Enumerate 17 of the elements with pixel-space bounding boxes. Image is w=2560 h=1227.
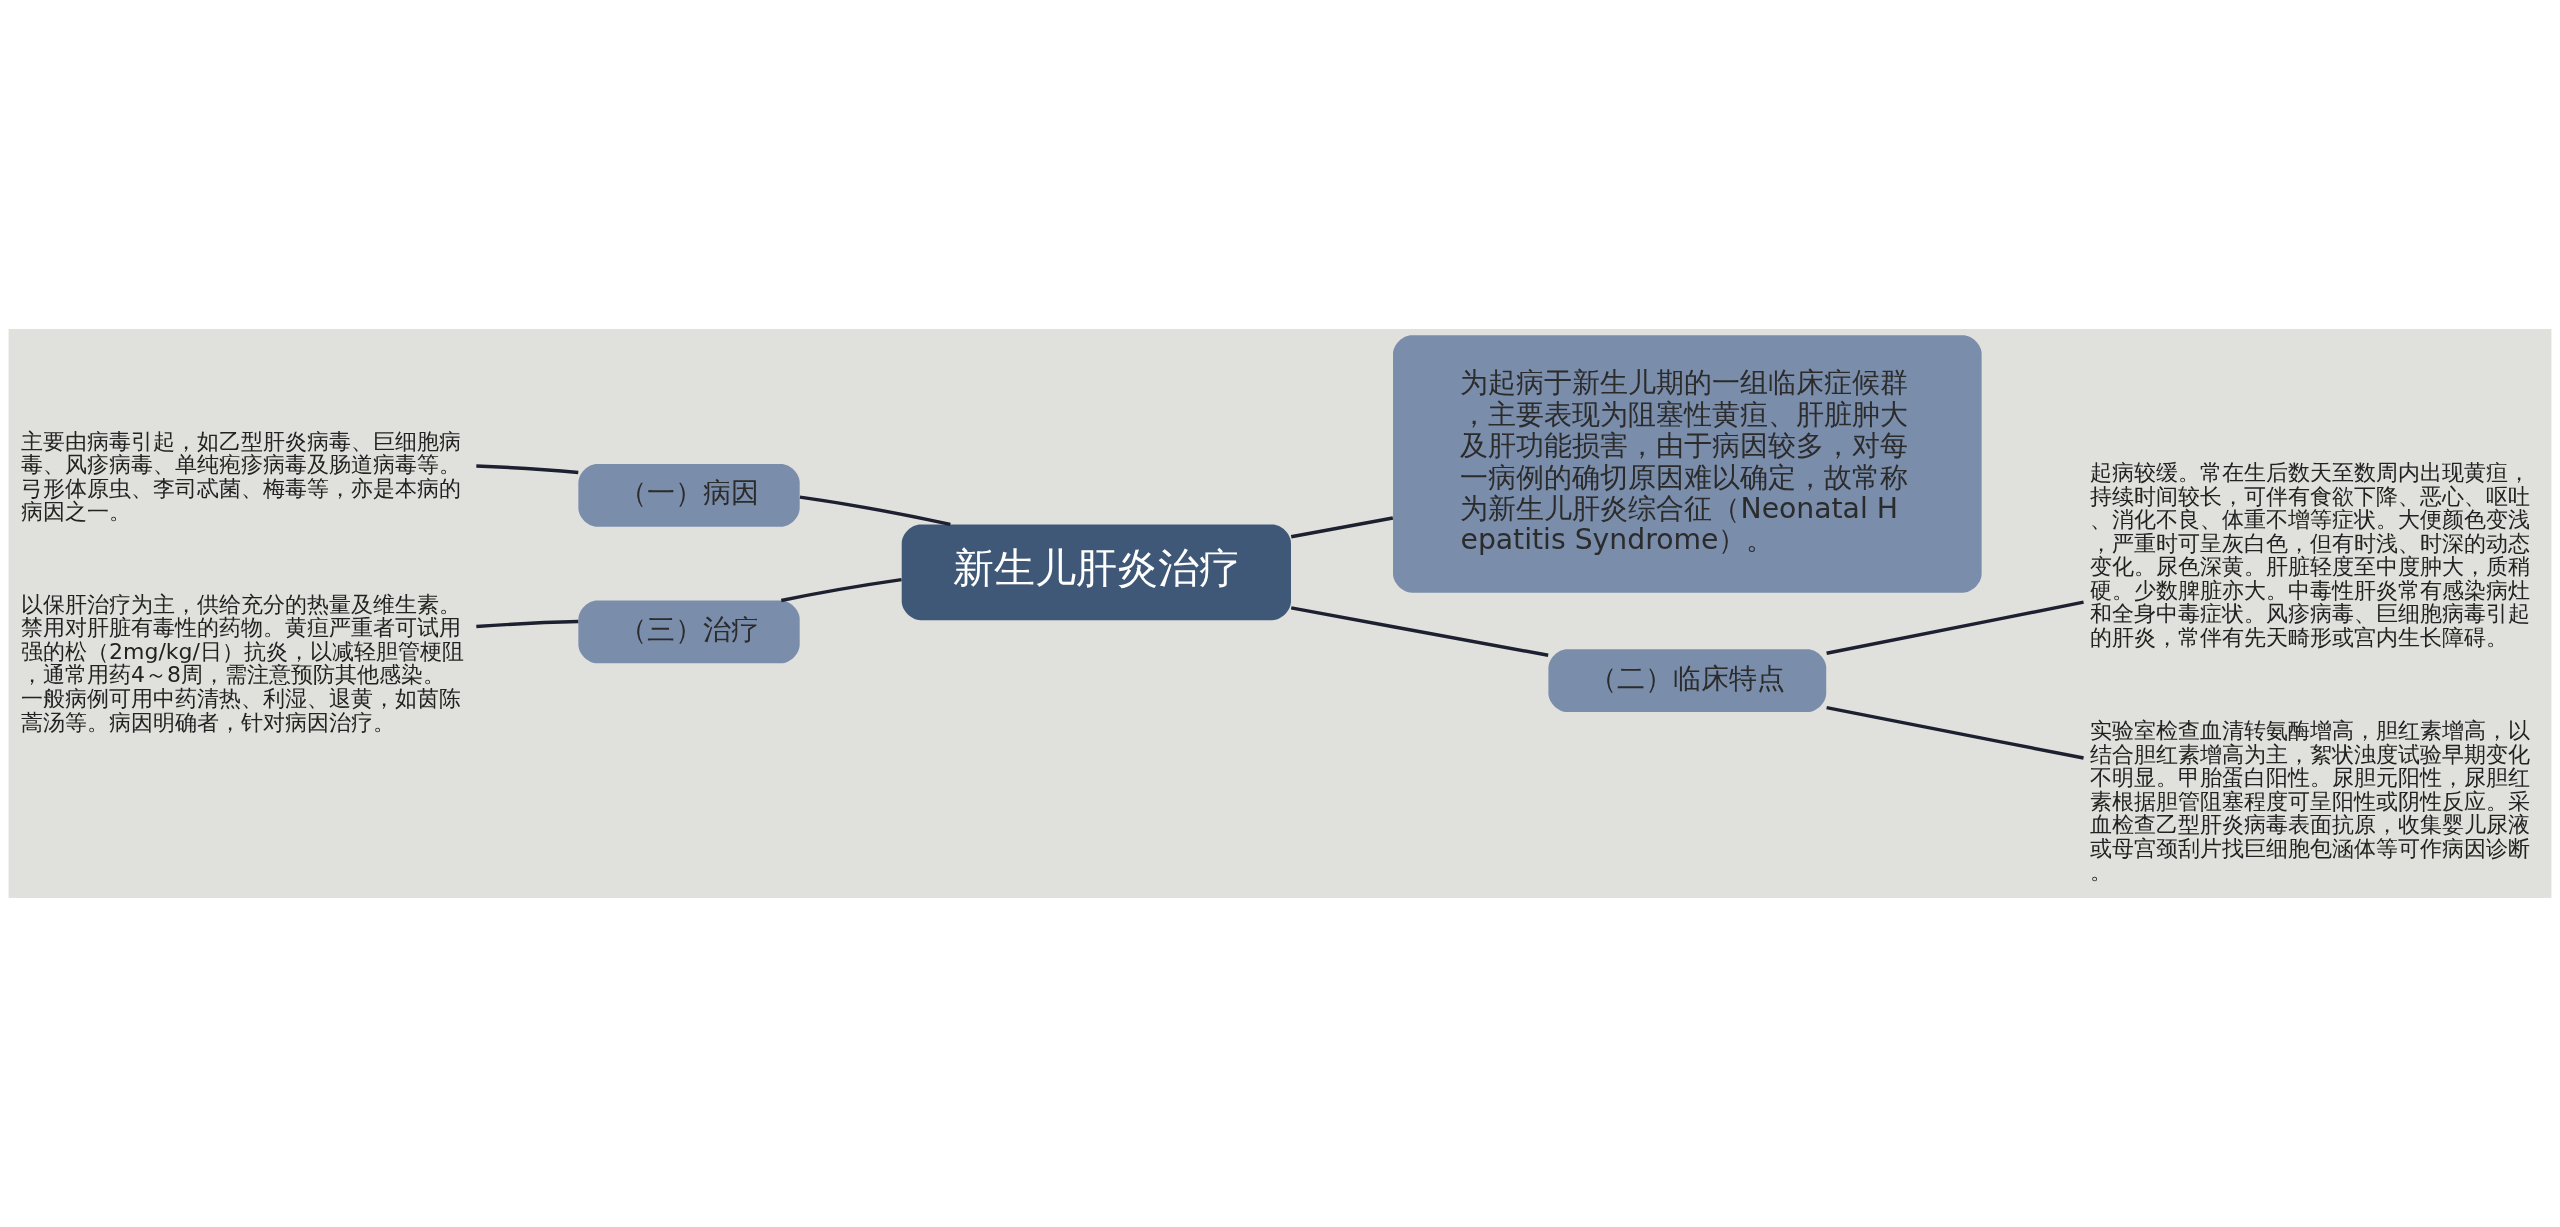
connector (1290, 606, 1549, 657)
node-text: 实验室检查血清转氨酶增高，胆红素增高，以结合胆红素增高为主，絮状浊度试验早期变化不明显。甲胎蛋白阳性。尿胆元阳性，尿胆红素根据胆管阻塞程度可呈阳性或阴性反应。采血检查乙型肝炎病毒表面抗原，收集婴儿尿液或母宫颈刮片找巨细胞包涵体等可作病因诊断。 (2089, 718, 2530, 885)
connector (1826, 705, 2084, 760)
connector (780, 577, 902, 603)
node-box: （一）病因 (578, 464, 800, 527)
connector (476, 464, 579, 475)
node-box: （二）临床特点 (1548, 649, 1827, 712)
node-box: 为起病于新生儿期的一组临床症候群，主要表现为阻塞性黄疸、肝脏肿大及肝功能损害，由于病因较多，对每一病例的确切原因难以确定，故常称为新生儿肝炎综合征（Neonatal Hepatitis Syndrome）。 (1393, 335, 1982, 593)
node-box: 新生儿肝炎治疗 (901, 524, 1291, 621)
node-text: 以保肝治疗为主，供给充分的热量及维生素。禁用对肝脏有毒性的药物。黄疸严重者可试用强的松（2mg/kg/日）抗炎，以减轻胆管梗阻，通常用药4～8周，需注意预防其他感染。一般病例可用中药清热、利湿、退黄，如茵陈蒿汤等。病因明确者，针对病因治疗。 (21, 591, 464, 735)
node-box: （三）治疗 (578, 600, 800, 664)
node-text: 起病较缓。常在生后数天至数周内出现黄疸，持续时间较长，可伴有食欲下降、恶心、呕吐、消化不良、体重不增等症状。大便颜色变浅，严重时可呈灰白色，但有时浅、时深的动态变化。尿色深黄。肝脏轻度至中度肿大，质稍硬。少数脾脏亦大。中毒性肝炎常有感染病灶和全身中毒症状。风疹病毒、巨细胞病毒引起的肝炎，常伴有先天畸形或宫内生长障碍。 (2089, 460, 2530, 650)
connector (799, 495, 951, 527)
connector (1826, 600, 2084, 655)
connector (476, 619, 579, 629)
connector (1290, 516, 1394, 539)
node-text: 主要由病毒引起，如乙型肝炎病毒、巨细胞病毒、风疹病毒、单纯疱疹病毒及肠道病毒等。弓形体原虫、李司忒菌、梅毒等，亦是本病的病因之一。 (21, 428, 462, 525)
